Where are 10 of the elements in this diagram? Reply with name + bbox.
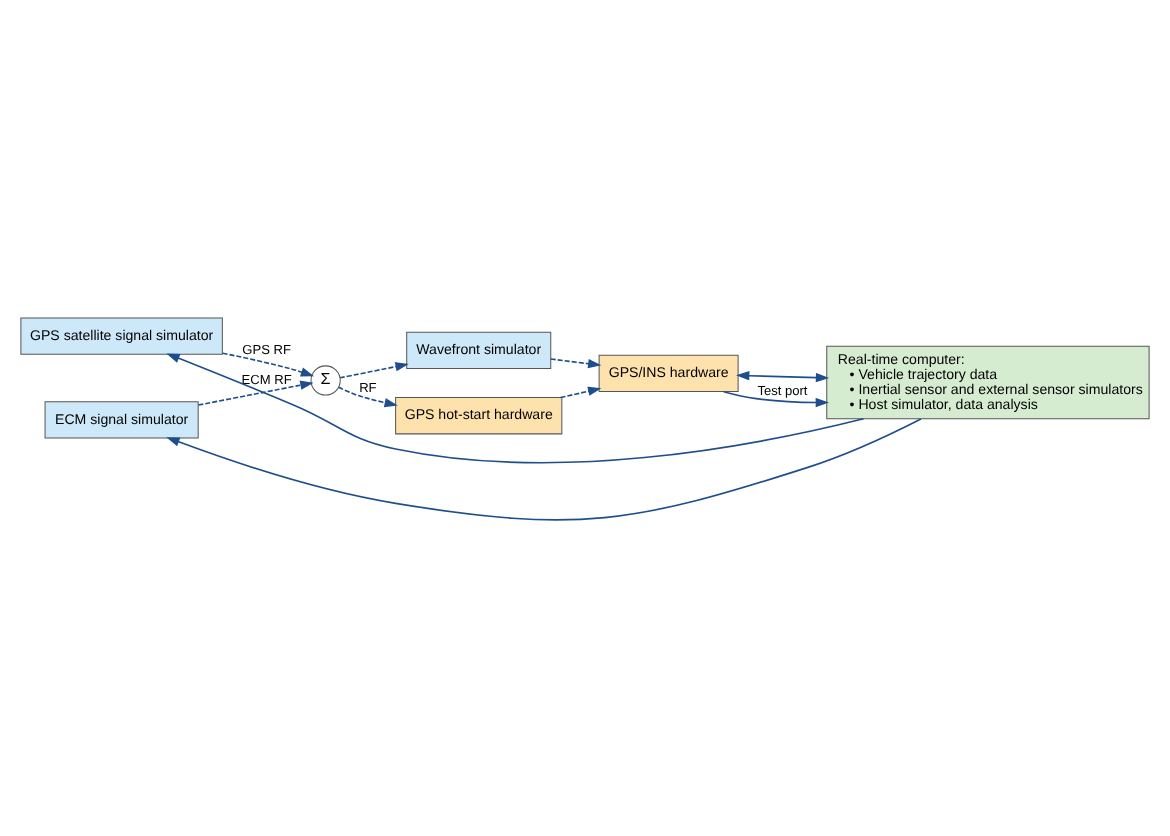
arrow [722, 389, 829, 407]
arrow [559, 385, 602, 398]
arrow [339, 361, 409, 378]
arrow [549, 357, 602, 368]
arrow [736, 370, 830, 382]
arrow [166, 417, 922, 520]
node-circle: Σ [310, 364, 341, 395]
arrow [337, 385, 398, 407]
arrow [221, 351, 315, 376]
arrow [197, 379, 314, 405]
